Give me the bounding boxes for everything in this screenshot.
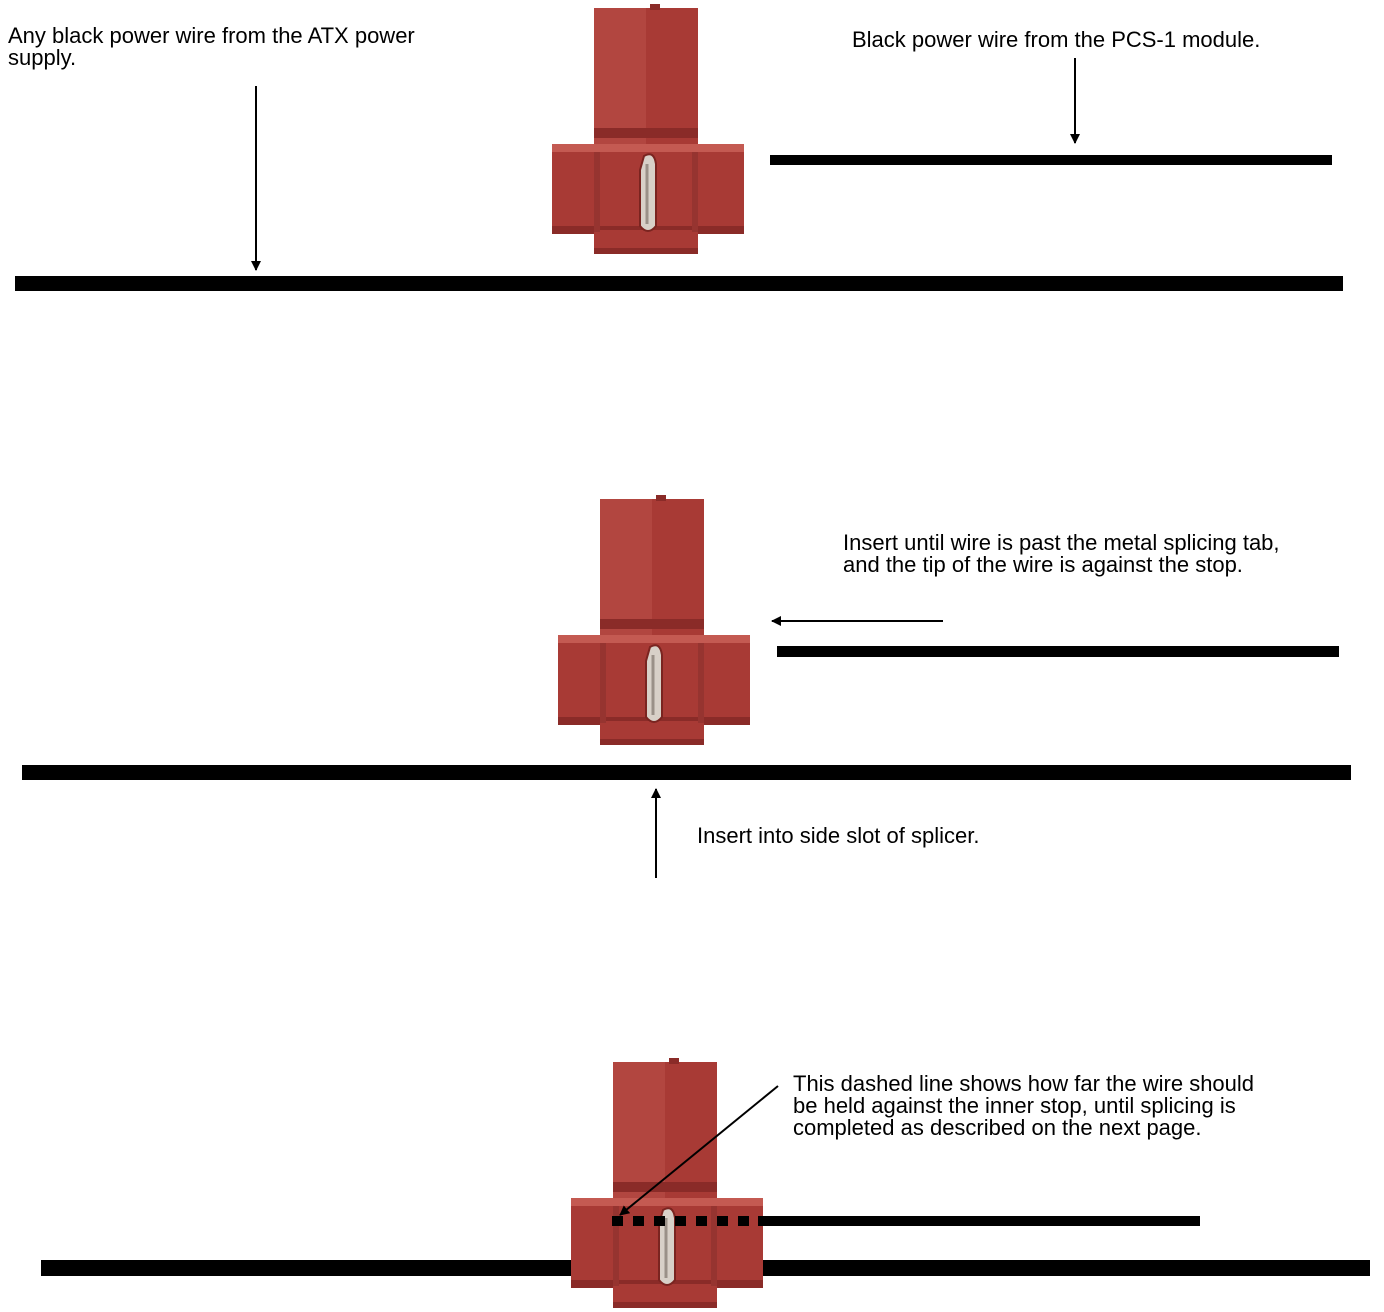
step1-pcs1-wire-label: Black power wire from the PCS-1 module.: [852, 29, 1260, 51]
step2-insert-wire-label: Insert until wire is past the metal spli…: [843, 532, 1280, 576]
step3-splicer-icon: [571, 1058, 763, 1308]
step1-pcs1-wire: [770, 155, 1332, 165]
step2-side-slot-label: Insert into side slot of splicer.: [697, 825, 979, 847]
step3-pcs1-wire: [758, 1216, 1200, 1226]
step2-pcs1-wire: [777, 646, 1339, 657]
step1-splicer-icon: [552, 4, 744, 254]
step2-splicer-icon: [558, 495, 750, 745]
step2-atx-wire: [22, 765, 1351, 780]
step1-atx-wire-label: Any black power wire from the ATX power …: [8, 25, 415, 69]
step3-dashed-line-label: This dashed line shows how far the wire …: [793, 1073, 1254, 1139]
step1-atx-wire: [15, 276, 1343, 291]
